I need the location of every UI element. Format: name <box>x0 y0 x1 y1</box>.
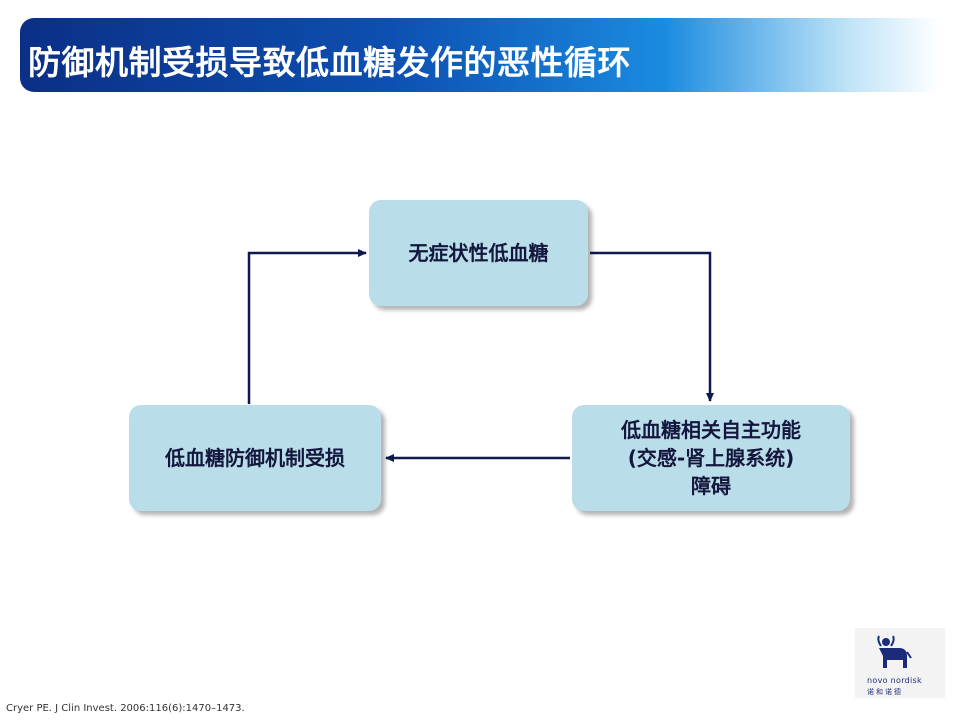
node-top-label: 无症状性低血糖 <box>408 241 549 265</box>
node-right-line3: 障碍 <box>691 474 731 498</box>
title-bar <box>20 18 940 92</box>
node-left-label: 低血糖防御机制受损 <box>165 446 345 470</box>
node-defense-impaired: 低血糖防御机制受损 <box>129 405 381 511</box>
node-autonomic-failure: 低血糖相关自主功能 (交感-肾上腺系统) 障碍 <box>572 405 850 511</box>
slide-title: 防御机制受损导致低血糖发作的恶性循环 <box>28 43 631 82</box>
arrow-top-to-right <box>590 251 714 402</box>
bull-icon <box>877 635 912 668</box>
arrow-left-to-top <box>247 249 367 404</box>
node-asymptomatic-hypoglycemia: 无症状性低血糖 <box>369 200 588 306</box>
logo-wordmark: novo nordisk <box>867 676 922 685</box>
novo-nordisk-logo: novo nordisk 诺和诺德 <box>855 628 945 698</box>
citation: Cryer PE. J Clin Invest. 2006:116(6):147… <box>6 703 245 714</box>
node-right-line1: 低血糖相关自主功能 <box>621 418 801 442</box>
logo-chinese: 诺和诺德 <box>867 688 903 696</box>
node-right-line2: (交感-肾上腺系统) <box>627 446 795 470</box>
